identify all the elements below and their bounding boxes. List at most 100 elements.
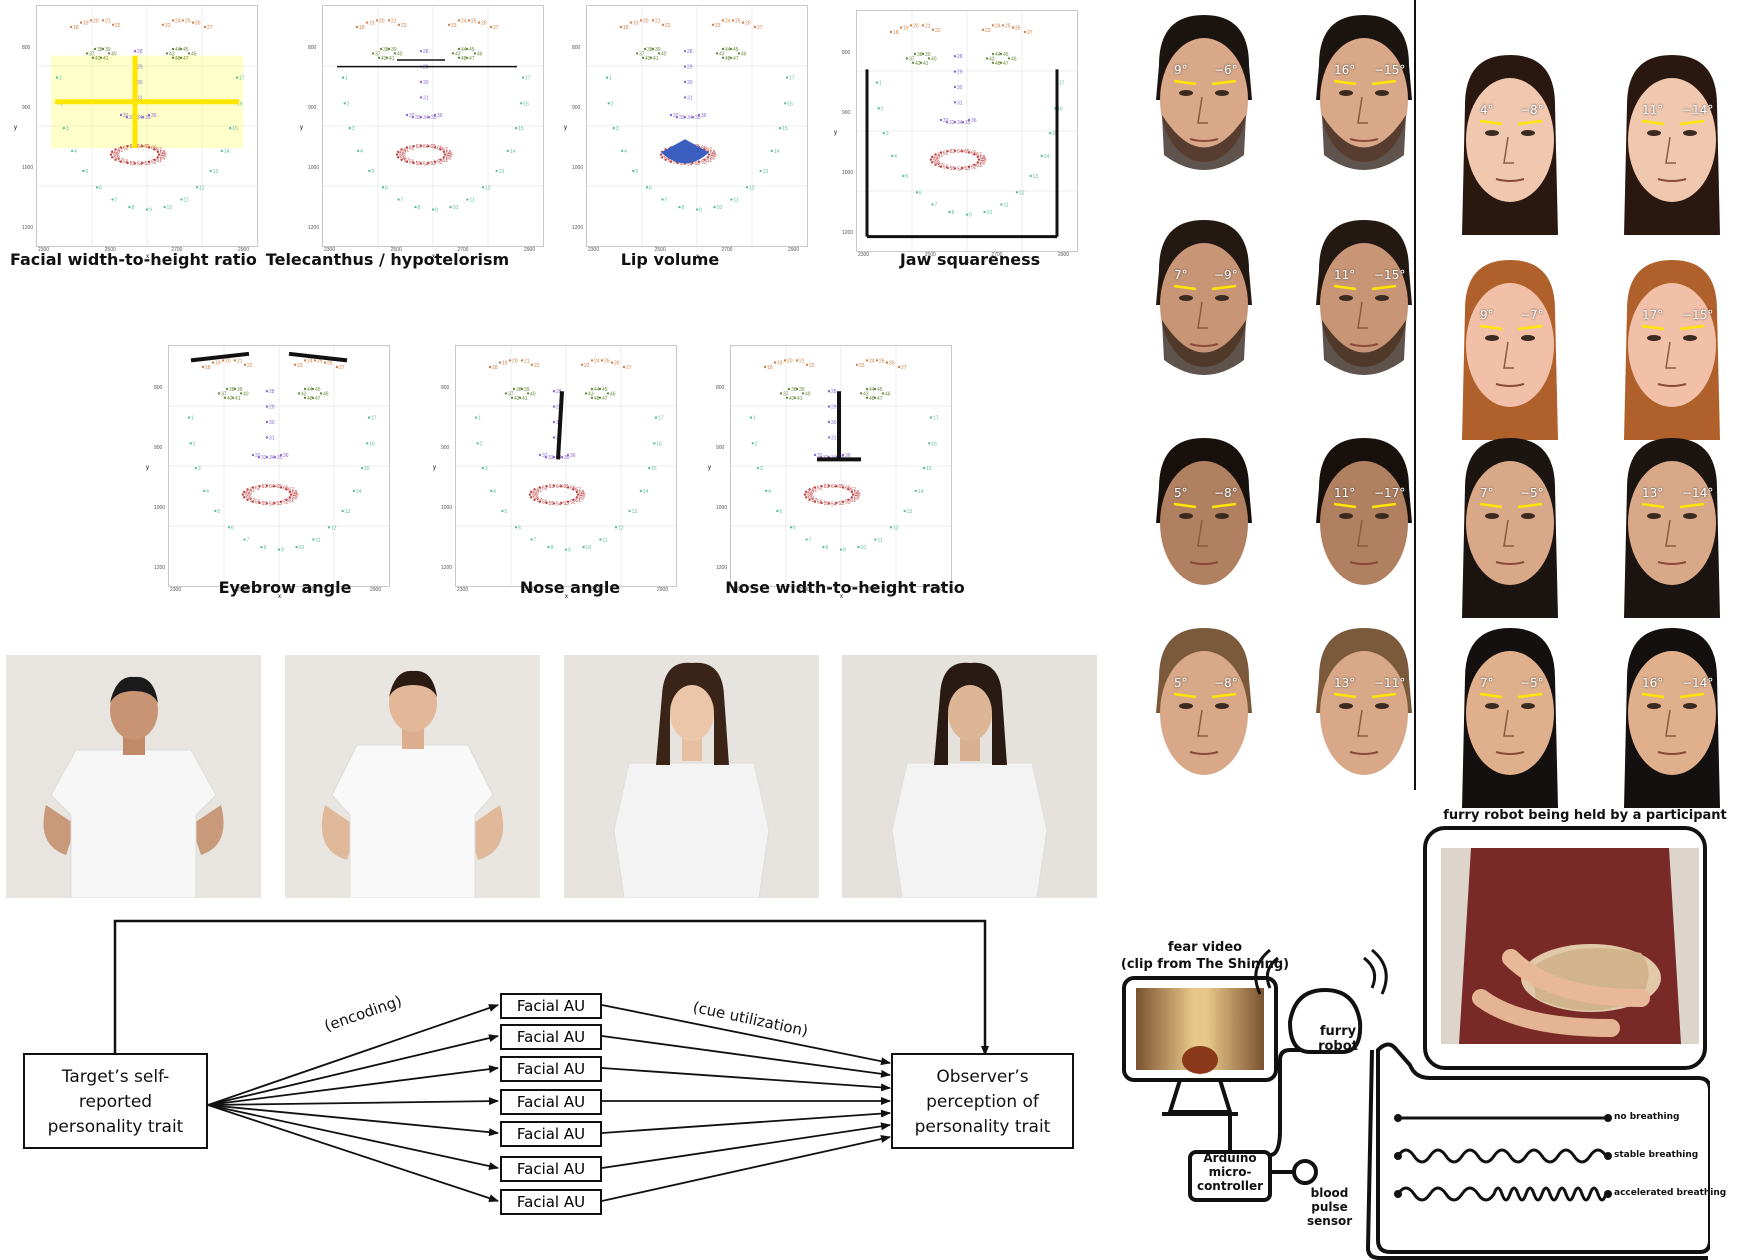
svg-text:27: 27 <box>626 365 632 371</box>
brow-angle-right: −15° <box>1374 63 1406 77</box>
svg-text:41: 41 <box>522 396 528 402</box>
svg-text:63: 63 <box>262 484 268 490</box>
svg-text:29: 29 <box>957 70 963 76</box>
svg-text:60: 60 <box>533 490 539 496</box>
brow-angle-left: 16° <box>1334 63 1356 77</box>
svg-text:58: 58 <box>808 495 814 501</box>
female-face-6 <box>1440 618 1580 808</box>
svg-text:10: 10 <box>299 545 305 551</box>
svg-text:53: 53 <box>144 161 150 167</box>
svg-text:5: 5 <box>504 509 507 515</box>
y-tick-label: 900 <box>572 105 581 111</box>
svg-text:58: 58 <box>114 155 120 161</box>
target-trait-box: Target’s self-reported personality trait <box>23 1053 208 1149</box>
svg-text:58: 58 <box>934 160 940 166</box>
svg-text:17: 17 <box>658 416 664 422</box>
svg-text:57: 57 <box>404 158 410 164</box>
svg-text:61: 61 <box>537 487 543 493</box>
y-tick-label: 1200 <box>22 225 34 231</box>
svg-text:20: 20 <box>787 358 793 364</box>
svg-text:17: 17 <box>371 416 377 422</box>
svg-text:37: 37 <box>639 51 645 57</box>
svg-text:40: 40 <box>397 51 403 57</box>
y-axis-label: y <box>708 465 711 471</box>
svg-text:1: 1 <box>609 76 612 82</box>
svg-text:38: 38 <box>791 387 797 393</box>
y-tick-label: 1000 <box>308 165 320 171</box>
brow-angle-left: 5° <box>1174 486 1188 500</box>
svg-text:26: 26 <box>889 361 895 367</box>
brow-angle-left: 11° <box>1334 486 1356 500</box>
facial-au-box-6: Facial AU <box>500 1156 602 1182</box>
svg-text:12: 12 <box>893 525 899 531</box>
svg-text:25: 25 <box>471 18 477 24</box>
svg-text:60: 60 <box>808 490 814 496</box>
svg-text:59: 59 <box>399 153 405 159</box>
x-axis-label: x <box>565 594 568 600</box>
svg-text:50: 50 <box>446 155 452 161</box>
svg-text:52: 52 <box>570 500 576 506</box>
svg-text:24: 24 <box>594 358 600 364</box>
male-face-4 <box>1134 428 1274 618</box>
y-tick-label: 900 <box>154 445 163 451</box>
svg-text:34: 34 <box>269 455 275 461</box>
svg-text:49: 49 <box>293 493 299 499</box>
y-tick-label: 900 <box>441 445 450 451</box>
y-tick-label: 1000 <box>572 165 584 171</box>
y-axis-label: y <box>433 465 436 471</box>
svg-text:61: 61 <box>250 487 256 493</box>
svg-text:20: 20 <box>225 358 231 364</box>
svg-text:7: 7 <box>935 203 938 209</box>
svg-text:67: 67 <box>442 147 448 153</box>
svg-text:35: 35 <box>431 115 437 121</box>
svg-text:22: 22 <box>665 23 671 29</box>
svg-text:68: 68 <box>446 150 452 156</box>
svg-text:28: 28 <box>269 389 275 395</box>
svg-text:55: 55 <box>549 501 555 507</box>
svg-text:7: 7 <box>534 538 537 544</box>
brow-angle-left: 4° <box>1480 103 1494 117</box>
svg-text:68: 68 <box>579 490 585 496</box>
svg-text:33: 33 <box>415 115 421 121</box>
svg-text:43: 43 <box>169 51 175 57</box>
svg-text:12: 12 <box>749 185 755 191</box>
y-axis-label: y <box>834 130 837 136</box>
svg-text:57: 57 <box>537 498 543 504</box>
svg-text:43: 43 <box>588 391 594 397</box>
svg-text:45: 45 <box>877 387 883 393</box>
svg-text:18: 18 <box>359 25 365 31</box>
svg-text:68: 68 <box>980 155 986 161</box>
y-tick-label: 800 <box>842 50 851 56</box>
svg-text:54: 54 <box>687 161 693 167</box>
svg-text:67: 67 <box>850 487 856 493</box>
x-tick-label: 2700 <box>590 587 602 593</box>
svg-text:29: 29 <box>831 405 837 411</box>
svg-text:57: 57 <box>812 498 818 504</box>
body-photo-3 <box>564 655 819 898</box>
x-tick-label: 2700 <box>457 247 469 253</box>
svg-text:48: 48 <box>594 396 600 402</box>
svg-text:24: 24 <box>869 358 875 364</box>
fear-video-title: fear video <box>1167 940 1243 955</box>
svg-text:44: 44 <box>725 47 731 53</box>
svg-text:25: 25 <box>1005 23 1011 29</box>
svg-text:45: 45 <box>469 47 475 53</box>
svg-text:12: 12 <box>485 185 491 191</box>
svg-text:10: 10 <box>987 210 993 216</box>
x-tick-label: 2300 <box>732 587 744 593</box>
svg-text:25: 25 <box>879 358 885 364</box>
svg-text:68: 68 <box>292 490 298 496</box>
svg-text:59: 59 <box>807 493 813 499</box>
svg-text:63: 63 <box>824 484 830 490</box>
svg-text:3: 3 <box>352 126 355 132</box>
svg-text:36: 36 <box>701 113 707 119</box>
svg-text:17: 17 <box>525 76 531 82</box>
svg-text:41: 41 <box>235 396 241 402</box>
svg-text:2: 2 <box>193 441 196 447</box>
brow-angle-left: 13° <box>1642 486 1664 500</box>
svg-text:67: 67 <box>156 147 162 153</box>
svg-text:10: 10 <box>861 545 867 551</box>
svg-text:38: 38 <box>516 387 522 393</box>
y-tick-label: 1000 <box>154 505 166 511</box>
svg-text:40: 40 <box>661 51 667 57</box>
